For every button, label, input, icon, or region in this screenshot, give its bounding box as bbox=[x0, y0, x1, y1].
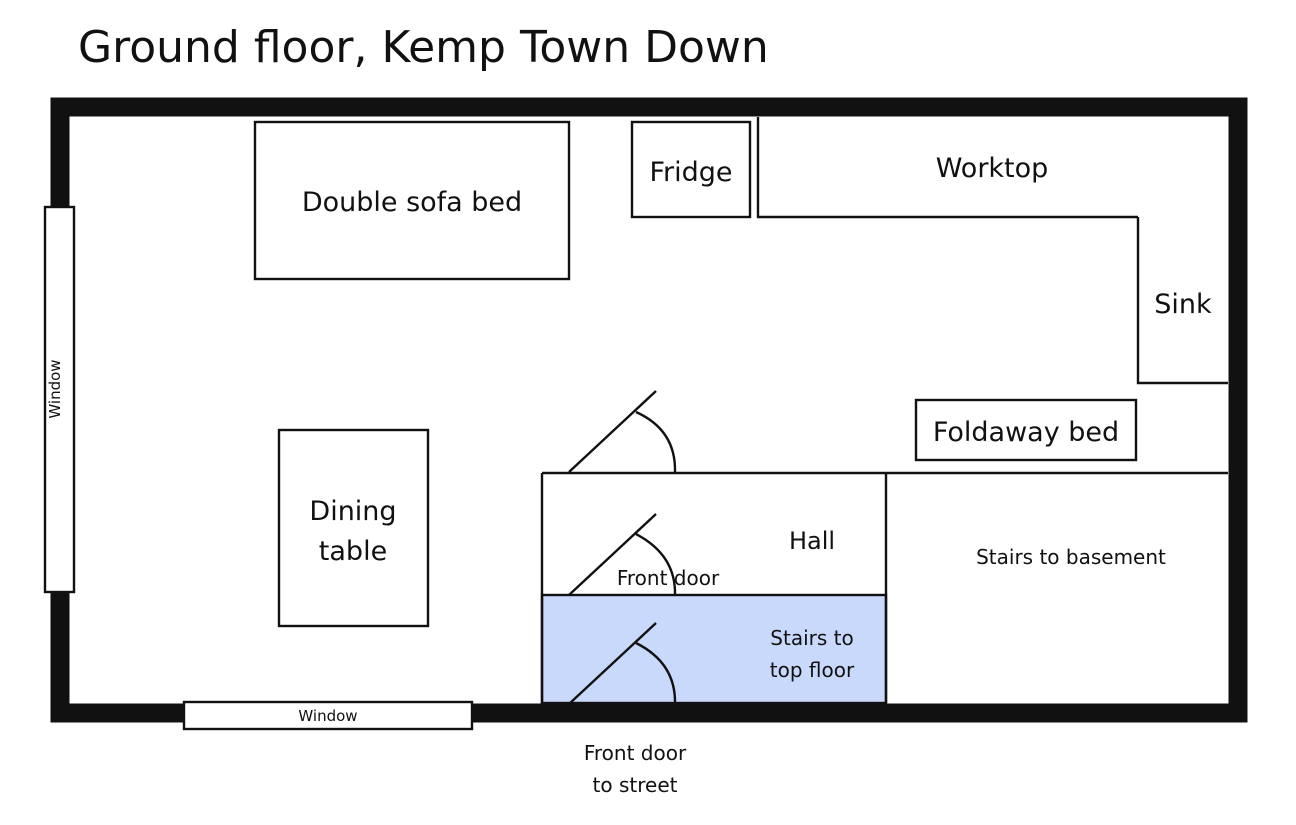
dining-table bbox=[277, 428, 430, 628]
window-left-label: Window bbox=[46, 359, 64, 418]
door-swing-living bbox=[568, 390, 677, 473]
dining-table-label-2: table bbox=[319, 536, 387, 567]
fridge bbox=[630, 120, 752, 219]
plan-title: Ground floor, Kemp Town Down bbox=[78, 22, 769, 73]
window-bottom-label: Window bbox=[298, 707, 357, 725]
foldaway-bed-label: Foldaway bed bbox=[933, 417, 1119, 448]
stairs-basement-label: Stairs to basement bbox=[976, 545, 1166, 569]
worktop bbox=[756, 117, 1138, 219]
fridge-label: Fridge bbox=[649, 157, 732, 188]
window-bottom bbox=[182, 700, 474, 731]
door-swing-street bbox=[568, 622, 677, 705]
window-left bbox=[43, 205, 76, 594]
worktop-label: Worktop bbox=[936, 153, 1049, 184]
double-sofa-bed bbox=[253, 120, 571, 281]
double-sofa-bed-label: Double sofa bed bbox=[302, 187, 522, 218]
front-door-label: Front door bbox=[617, 566, 720, 590]
stairs-top-label-1: Stairs to bbox=[770, 626, 853, 650]
street-door-label-1: Front door bbox=[584, 741, 687, 765]
door-swing-hall bbox=[568, 513, 677, 596]
sink bbox=[1136, 217, 1228, 385]
dining-table-label-1: Dining bbox=[309, 496, 396, 527]
hall-label: Hall bbox=[789, 527, 835, 555]
sink-label: Sink bbox=[1154, 289, 1212, 320]
street-door-label-2: to street bbox=[593, 773, 678, 797]
stairs-top-label-2: top floor bbox=[770, 658, 855, 682]
foldaway-bed bbox=[914, 398, 1138, 462]
